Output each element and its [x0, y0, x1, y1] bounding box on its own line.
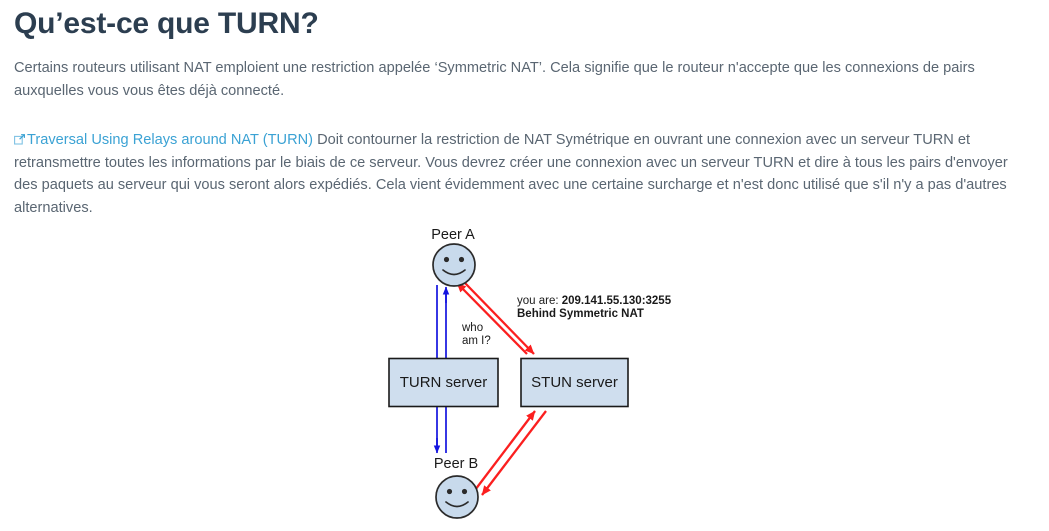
turn-stun-relay-diagram: TURN server STUN server Peer A: [0, 213, 1049, 531]
edge-stun-to-peer-b-response: [481, 410, 547, 496]
smiley-face-icon: [432, 243, 476, 287]
annotation-you-are-address: 209.141.55.130:3255: [562, 295, 672, 307]
node-turn-server-label: TURN server: [400, 374, 488, 391]
turn-description-paragraph: Traversal Using Relays around NAT (TURN)…: [14, 129, 1026, 219]
turn-paragraph-rest: Doit contourner la restriction de NAT Sy…: [14, 132, 1008, 216]
turn-external-link[interactable]: Traversal Using Relays around NAT (TURN): [14, 132, 313, 148]
edge-peer-b-to-stun-request: [471, 410, 536, 495]
node-peer-a-label: Peer A: [431, 227, 475, 243]
annotation-who-am-i-line-2: am I?: [462, 335, 491, 347]
annotation-who-am-i-line-1: who: [461, 322, 483, 334]
edge-peer-a-to-stun-request: [464, 282, 535, 355]
annotation-you-are-prefix: you are:: [517, 295, 562, 307]
node-stun-server-label: STUN server: [531, 374, 618, 391]
annotation-you-are: you are: 209.141.55.130:3255: [517, 295, 672, 307]
external-link-icon: [14, 130, 25, 145]
node-peer-b-label: Peer B: [434, 456, 478, 472]
node-turn-server[interactable]: [388, 357, 499, 408]
edge-stun-to-peer-a-response: [456, 282, 528, 355]
annotation-behind-symmetric-nat: Behind Symmetric NAT: [517, 308, 644, 320]
smiley-face-icon: [435, 475, 479, 519]
page-title: Qu’est-ce que TURN?: [14, 7, 319, 40]
intro-paragraph: Certains routeurs utilisant NAT emploien…: [14, 60, 975, 99]
turn-link-text: Traversal Using Relays around NAT (TURN): [27, 132, 314, 148]
node-stun-server[interactable]: [520, 357, 629, 408]
